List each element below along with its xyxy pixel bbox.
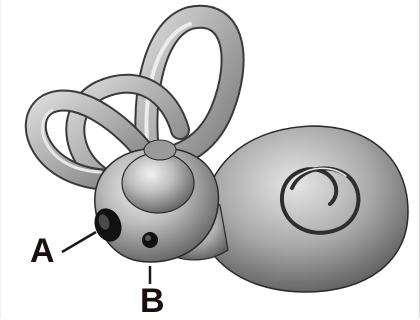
round-window (142, 232, 158, 248)
label-a: A (30, 234, 55, 268)
label-b: B (140, 284, 165, 318)
label-a-pointer (62, 232, 96, 252)
